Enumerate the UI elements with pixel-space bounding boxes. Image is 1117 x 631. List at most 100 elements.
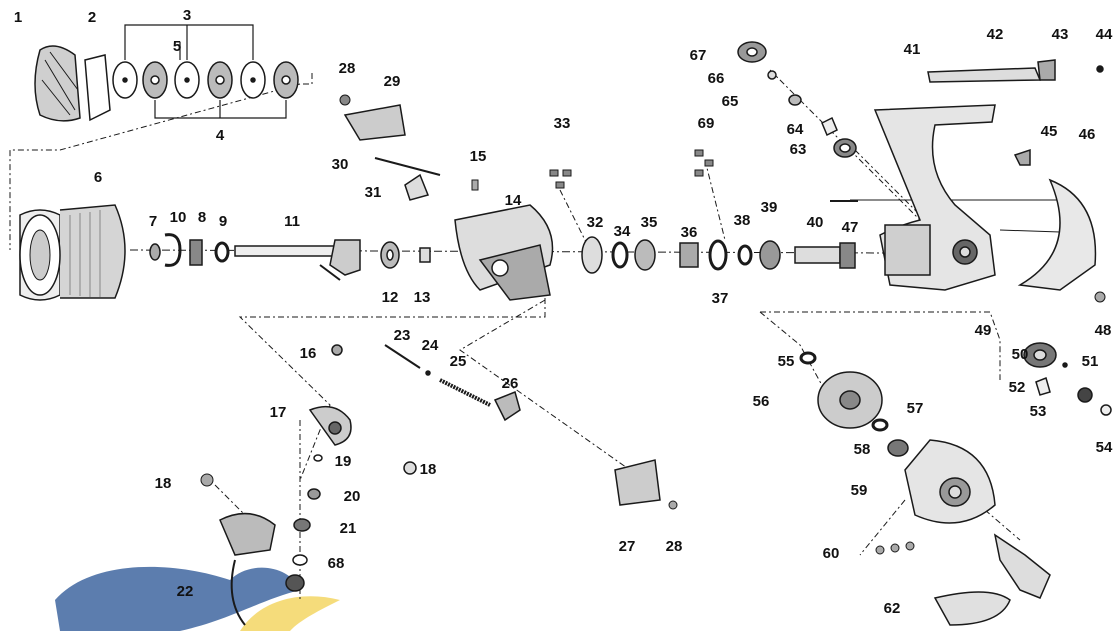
part-label-p52: 52 — [1009, 379, 1026, 396]
part-45-clip — [1013, 148, 1031, 166]
part-label-p29: 29 — [384, 73, 401, 90]
part-label-p66: 66 — [708, 70, 725, 87]
part-label-p35: 35 — [641, 214, 658, 231]
part-label-p33: 33 — [554, 115, 571, 132]
part-label-p3: 3 — [183, 7, 191, 24]
part-3-4-drag-washers — [112, 61, 299, 99]
part-11-spool-shaft — [234, 239, 361, 281]
part-29-bail-arm — [343, 104, 406, 141]
part-label-p34: 34 — [614, 223, 631, 240]
part-69-screws — [694, 149, 714, 177]
part-label-p2: 2 — [88, 9, 96, 26]
part-label-p11: 11 — [284, 213, 300, 230]
part-31-cam — [404, 173, 430, 201]
part-label-p8: 8 — [198, 209, 206, 226]
part-label-p1: 1 — [14, 9, 22, 26]
part-label-p14: 14 — [505, 192, 522, 209]
part-label-p28b: 28 — [666, 538, 683, 555]
part-14-rotor — [454, 204, 554, 301]
part-label-p39: 39 — [761, 199, 778, 216]
part-label-p5: 5 — [173, 38, 181, 55]
part-label-p12: 12 — [382, 289, 399, 306]
part-label-p59: 59 — [851, 482, 868, 499]
part-label-p54: 54 — [1096, 439, 1113, 456]
part-label-p20: 20 — [344, 488, 361, 505]
part-2-spring — [84, 54, 111, 122]
part-label-p15: 15 — [470, 148, 487, 165]
part-28-screw-bottom — [668, 500, 678, 510]
part-label-p42: 42 — [987, 26, 1004, 43]
part-label-p32: 32 — [587, 214, 604, 231]
bracket-3 — [124, 24, 287, 119]
part-label-p63: 63 — [790, 141, 807, 158]
part-1-drag-knob — [34, 45, 81, 122]
part-label-p51: 51 — [1082, 353, 1099, 370]
parts-55-58-main-gear — [799, 351, 909, 457]
part-label-p21: 21 — [340, 520, 357, 537]
part-label-p55: 55 — [778, 353, 795, 370]
part-22-bail — [219, 512, 276, 626]
part-60-screws — [875, 541, 915, 555]
part-label-p18a: 18 — [420, 461, 437, 478]
part-label-p38: 38 — [734, 212, 751, 229]
part-label-p62: 62 — [884, 600, 901, 617]
part-label-p49: 49 — [975, 322, 992, 339]
part-28-screw-top — [339, 94, 351, 106]
part-15-screw — [471, 179, 479, 191]
part-label-p26: 26 — [502, 375, 519, 392]
part-label-p65: 65 — [722, 93, 739, 110]
part-label-p30: 30 — [332, 156, 349, 173]
parts-16-21-line-roller — [285, 344, 417, 592]
part-label-p27: 27 — [619, 538, 636, 555]
parts-23-26-spring-shaft — [384, 344, 521, 422]
part-label-p19: 19 — [335, 453, 352, 470]
part-label-p45: 45 — [1041, 123, 1058, 140]
part-label-p18b: 18 — [155, 475, 172, 492]
part-label-p46: 46 — [1079, 126, 1096, 143]
part-label-p50: 50 — [1012, 346, 1029, 363]
body-housing — [873, 104, 996, 291]
part-label-p48: 48 — [1095, 322, 1112, 339]
part-33-screws — [549, 169, 572, 189]
part-label-p58: 58 — [854, 441, 871, 458]
part-label-p47: 47 — [842, 219, 859, 236]
part-label-p69: 69 — [698, 115, 715, 132]
part-46-guard — [1017, 178, 1097, 291]
part-label-p53: 53 — [1030, 403, 1047, 420]
part-label-p37: 37 — [712, 290, 729, 307]
parts-50-54-gears — [1023, 342, 1112, 416]
part-18-screw-left — [200, 473, 214, 487]
part-label-p56: 56 — [753, 393, 770, 410]
part-6-spool — [19, 204, 126, 301]
part-7-9-washers — [149, 233, 230, 267]
part-label-p64: 64 — [787, 121, 804, 138]
part-42-44-cover — [927, 59, 1104, 83]
part-label-p6: 6 — [94, 169, 102, 186]
part-62-handle — [933, 533, 1051, 626]
part-label-p13: 13 — [414, 289, 431, 306]
part-label-p16: 16 — [300, 345, 317, 362]
part-label-p68: 68 — [328, 555, 345, 572]
part-label-p40: 40 — [807, 214, 824, 231]
part-label-p60: 60 — [823, 545, 840, 562]
part-label-p22: 22 — [177, 583, 194, 600]
part-12-13-bushings — [380, 241, 431, 269]
part-label-p23: 23 — [394, 327, 411, 344]
part-27-bail-support — [614, 459, 661, 506]
part-label-p31: 31 — [365, 184, 382, 201]
part-30-bail-wire — [374, 157, 441, 176]
part-label-p10: 10 — [170, 209, 187, 226]
part-label-p7: 7 — [149, 213, 157, 230]
part-label-p36: 36 — [681, 224, 698, 241]
part-label-p17: 17 — [270, 404, 287, 421]
part-59-side-cover — [904, 439, 996, 524]
part-label-p57: 57 — [907, 400, 924, 417]
parts-32-40-stack — [581, 236, 856, 274]
part-label-p41: 41 — [904, 41, 921, 58]
part-label-p25: 25 — [450, 353, 467, 370]
watermark-logo — [55, 566, 340, 631]
part-label-p44: 44 — [1096, 26, 1113, 43]
part-48-screw — [1094, 291, 1106, 303]
part-label-p43: 43 — [1052, 26, 1069, 43]
